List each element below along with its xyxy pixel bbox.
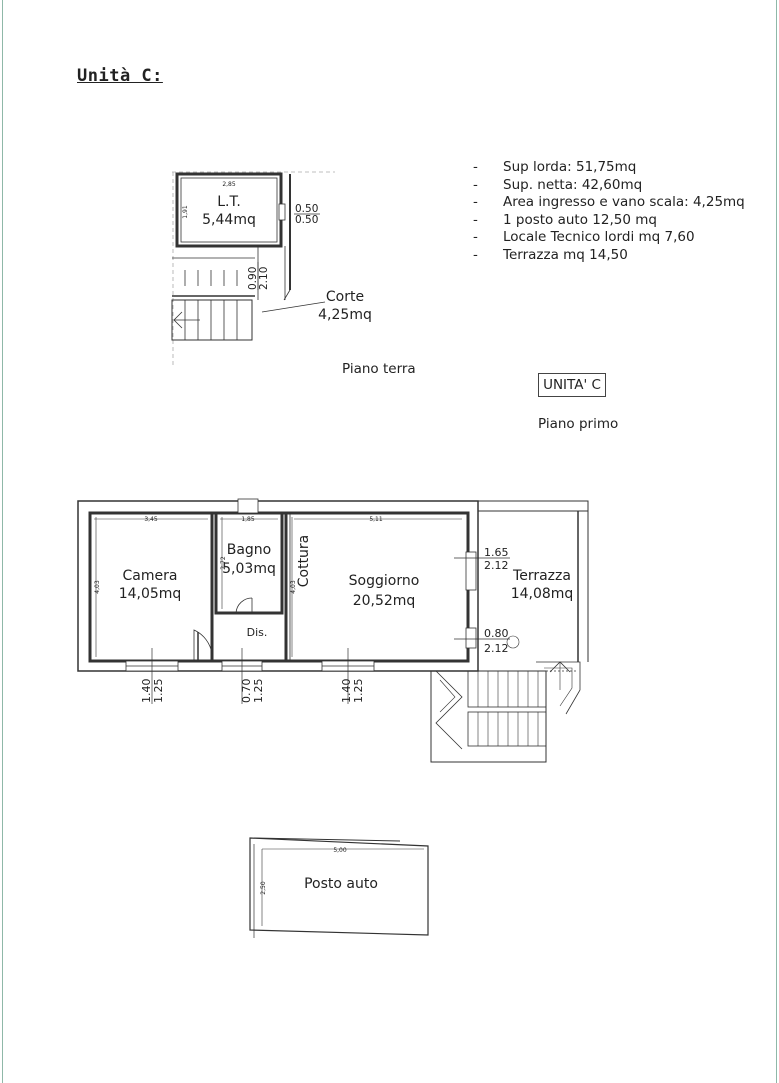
bullet: - bbox=[473, 176, 478, 193]
window-right-2-dim-bottom: 2.12 bbox=[484, 642, 509, 655]
spec-item: - 1 posto auto 12,50 mq bbox=[470, 212, 745, 230]
page-border-right bbox=[776, 0, 777, 1083]
corte-name: Corte bbox=[326, 289, 364, 305]
spec-item: - Terrazza mq 14,50 bbox=[470, 247, 745, 265]
window-dim-top: 0.50 bbox=[295, 203, 318, 215]
terrazza-name: Terrazza bbox=[512, 568, 571, 584]
parking-name: Posto auto bbox=[304, 876, 378, 892]
bullet: - bbox=[473, 229, 478, 245]
bagno-width-dim: 1,85 bbox=[241, 516, 255, 523]
parking-depth-dim: 2,50 bbox=[260, 881, 267, 895]
bullet: - bbox=[473, 211, 478, 228]
cottura-depth-dim: 4,03 bbox=[290, 580, 297, 594]
dis-name: Dis. bbox=[247, 626, 268, 639]
door-dim-top: 0.90 bbox=[247, 267, 259, 290]
window-bottom-1-dim-top: 1.40 bbox=[140, 679, 153, 704]
window-right-1-dim-top: 1.65 bbox=[484, 546, 509, 559]
parking-width-dim: 5,00 bbox=[333, 847, 347, 854]
camera-depth-dim: 4,03 bbox=[94, 580, 101, 594]
first-floor-labels: 3,45 1,85 5,11 4,03 2,72 4,03 Camera 14,… bbox=[94, 516, 573, 703]
lt-area: 5,44mq bbox=[202, 212, 256, 228]
page-border-left bbox=[2, 0, 3, 1083]
bullet: - bbox=[473, 246, 478, 263]
camera-name: Camera bbox=[123, 568, 178, 584]
spec-item: - Sup lorda: 51,75mq bbox=[470, 159, 745, 177]
window-right-2-dim-top: 0.80 bbox=[484, 627, 509, 640]
soggiorno-name: Soggiorno bbox=[349, 573, 420, 589]
cottura-name: Cottura bbox=[296, 535, 312, 588]
bagno-depth-dim: 2,72 bbox=[220, 556, 227, 570]
spec-item: - Area ingresso e vano scala: 4,25mq bbox=[470, 194, 745, 212]
lt-width-dim: 2,85 bbox=[222, 181, 236, 188]
window-bottom-2-dim-bottom: 1.25 bbox=[252, 679, 265, 704]
bagno-area: 5,03mq bbox=[222, 561, 276, 577]
spec-text: Area ingresso e vano scala: 4,25mq bbox=[503, 194, 745, 210]
window-dim-bottom: 0.50 bbox=[295, 214, 318, 226]
camera-width-dim: 3,45 bbox=[144, 516, 158, 523]
bagno-name: Bagno bbox=[227, 542, 272, 558]
window-right-1-dim-bottom: 2.12 bbox=[484, 559, 509, 572]
spec-item: - Sup. netta: 42,60mq bbox=[470, 177, 745, 195]
window-bottom-3-dim-bottom: 1.25 bbox=[352, 679, 365, 704]
window-bottom-3-dim-top: 1.40 bbox=[340, 679, 353, 704]
spec-item: - Locale Tecnico lordi mq 7,60 bbox=[470, 229, 745, 247]
window-bottom-1-dim-bottom: 1.25 bbox=[152, 679, 165, 704]
page-title: Unità C: bbox=[77, 66, 163, 86]
lt-name: L.T. bbox=[217, 194, 241, 210]
spec-text: Sup. netta: 42,60mq bbox=[503, 176, 643, 193]
spec-text: Locale Tecnico lordi mq 7,60 bbox=[503, 229, 695, 245]
ground-floor-labels: 2,85 1,91 L.T. 5,44mq 0.50 0.50 0.90 2.1… bbox=[182, 181, 372, 323]
spec-text: 1 posto auto 12,50 mq bbox=[503, 211, 657, 228]
first-floor-plan bbox=[77, 498, 589, 763]
unit-label-box: UNITA' C bbox=[538, 373, 606, 397]
terrazza-area: 14,08mq bbox=[511, 586, 574, 602]
soggiorno-area: 20,52mq bbox=[353, 593, 416, 609]
parking-plan bbox=[249, 837, 429, 938]
corte-area: 4,25mq bbox=[318, 307, 372, 323]
bullet: - bbox=[473, 159, 478, 175]
specs-list: - Sup lorda: 51,75mq - Sup. netta: 42,60mq… bbox=[470, 159, 745, 264]
spec-text: Terrazza mq 14,50 bbox=[503, 246, 628, 263]
camera-area: 14,05mq bbox=[119, 586, 182, 602]
lt-depth-dim: 1,91 bbox=[182, 205, 189, 219]
ground-floor-plan bbox=[171, 171, 335, 365]
spec-text: Sup lorda: 51,75mq bbox=[503, 159, 637, 175]
window-bottom-2-dim-top: 0.70 bbox=[240, 679, 253, 704]
bullet: - bbox=[473, 194, 478, 210]
soggiorno-width-dim: 5,11 bbox=[369, 516, 383, 523]
parking-labels: 5,00 2,50 Posto auto bbox=[260, 847, 378, 895]
door-dim-bottom: 2.10 bbox=[258, 267, 270, 290]
ground-floor-label: Piano terra bbox=[342, 361, 416, 377]
first-floor-label: Piano primo bbox=[538, 416, 619, 432]
